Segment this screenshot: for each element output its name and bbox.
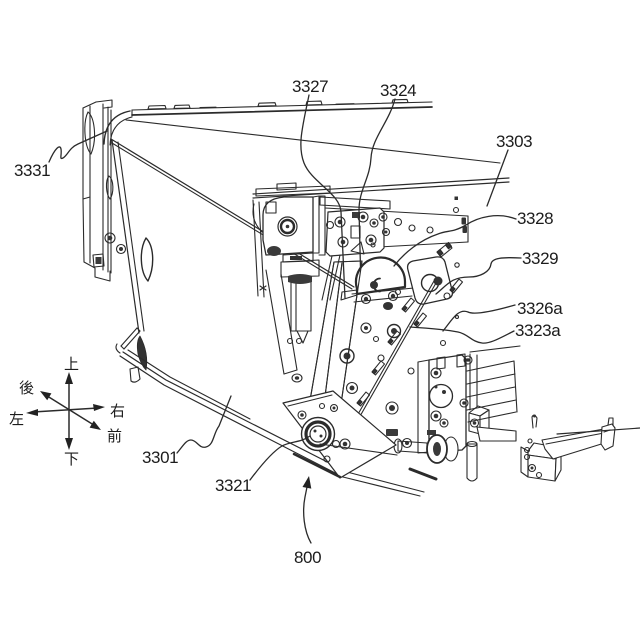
svg-text:3303: 3303: [496, 132, 532, 151]
svg-text:3328: 3328: [517, 209, 553, 228]
svg-text:前: 前: [107, 428, 122, 445]
svg-text:800: 800: [294, 548, 321, 567]
svg-text:3326a: 3326a: [517, 299, 563, 318]
svg-text:3329: 3329: [522, 249, 558, 268]
svg-text:右: 右: [110, 403, 125, 420]
svg-text:3321: 3321: [215, 476, 251, 495]
svg-text:3324: 3324: [380, 81, 416, 100]
svg-text:左: 左: [9, 411, 24, 428]
svg-text:3331: 3331: [14, 161, 50, 180]
svg-text:後: 後: [19, 380, 34, 397]
svg-text:上: 上: [64, 356, 79, 373]
svg-text:3327: 3327: [292, 77, 328, 96]
svg-text:3323a: 3323a: [515, 321, 561, 340]
svg-text:下: 下: [64, 451, 79, 468]
svg-text:3301: 3301: [142, 448, 178, 467]
